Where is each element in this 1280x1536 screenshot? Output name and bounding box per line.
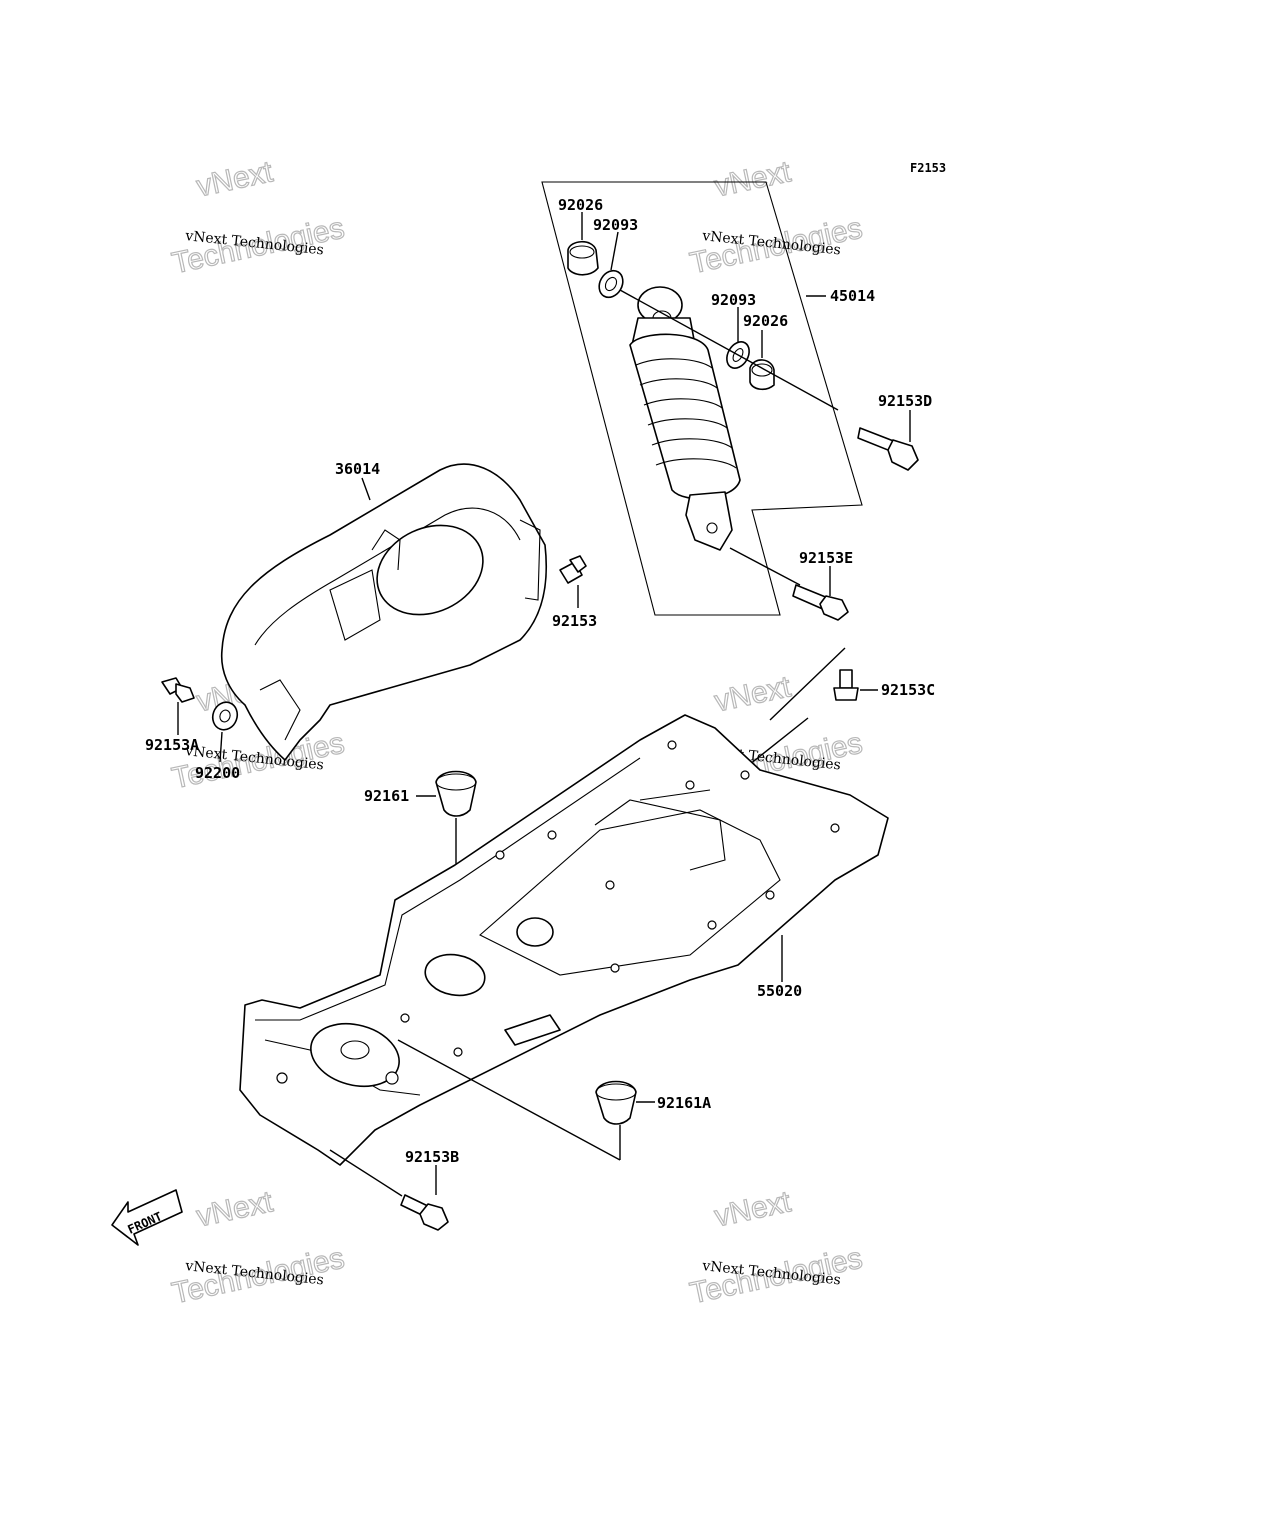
label-92161: 92161	[364, 787, 409, 805]
bushing-92026-top	[567, 240, 599, 276]
shock-assembly-group-outline	[541, 181, 863, 616]
label-92153C: 92153C	[881, 681, 935, 699]
washer-92200	[211, 701, 239, 731]
bolt-92153C-axis	[769, 647, 846, 721]
figure-reference: F2153	[910, 161, 946, 175]
stopper-92161A-axis	[397, 1039, 621, 1161]
svg-text:vNext: vNext	[712, 155, 795, 203]
svg-text:vNext: vNext	[194, 1185, 277, 1233]
stopper-92161A	[595, 1080, 637, 1125]
label-92153E: 92153E	[799, 549, 853, 567]
leader-lines	[177, 212, 911, 1195]
label-92200: 92200	[195, 764, 240, 782]
watermark-top-left: vNext Technologies	[169, 155, 348, 281]
bolt-92153A	[161, 677, 195, 703]
label-92026-mid: 92026	[743, 312, 788, 330]
label-92093-mid: 92093	[711, 291, 756, 309]
bolt-92153C	[833, 669, 859, 701]
watermark-bottom-right: vNext Technologies	[687, 1185, 866, 1311]
label-92153D: 92153D	[878, 392, 932, 410]
label-92093-top: 92093	[593, 216, 638, 234]
svg-text:vNext: vNext	[712, 670, 795, 718]
label-92153: 92153	[552, 612, 597, 630]
label-55020: 55020	[757, 982, 802, 1000]
label-92153B: 92153B	[405, 1148, 459, 1166]
floor-panel-holes	[276, 740, 840, 1085]
front-direction-arrow: FRONT	[111, 1189, 183, 1246]
label-92161A: 92161A	[657, 1094, 711, 1112]
axis-line-upper	[619, 289, 839, 411]
bolt-92153	[559, 555, 587, 584]
shock-absorber	[629, 286, 741, 551]
bolt-92153B-axis	[329, 1149, 403, 1197]
svg-text:vNext: vNext	[194, 155, 277, 203]
bolt-92153E	[792, 584, 849, 621]
watermark-bottom-left: vNext Technologies	[169, 1185, 348, 1311]
label-92153A: 92153A	[145, 736, 199, 754]
floor-panel	[239, 714, 889, 1166]
label-92026-top: 92026	[558, 196, 603, 214]
stopper-92161	[435, 770, 477, 817]
chain-cover	[220, 463, 548, 761]
bushing-92026-mid	[749, 359, 775, 391]
washer-92093-top	[598, 269, 624, 299]
bolt-92153B	[400, 1194, 449, 1231]
bolt-92153D	[857, 427, 919, 471]
label-36014: 36014	[335, 460, 380, 478]
axis-line-lower	[729, 547, 801, 586]
svg-text:vNext: vNext	[712, 1185, 795, 1233]
watermark-top-right: vNext Technologies	[687, 155, 866, 281]
label-45014: 45014	[830, 287, 875, 305]
